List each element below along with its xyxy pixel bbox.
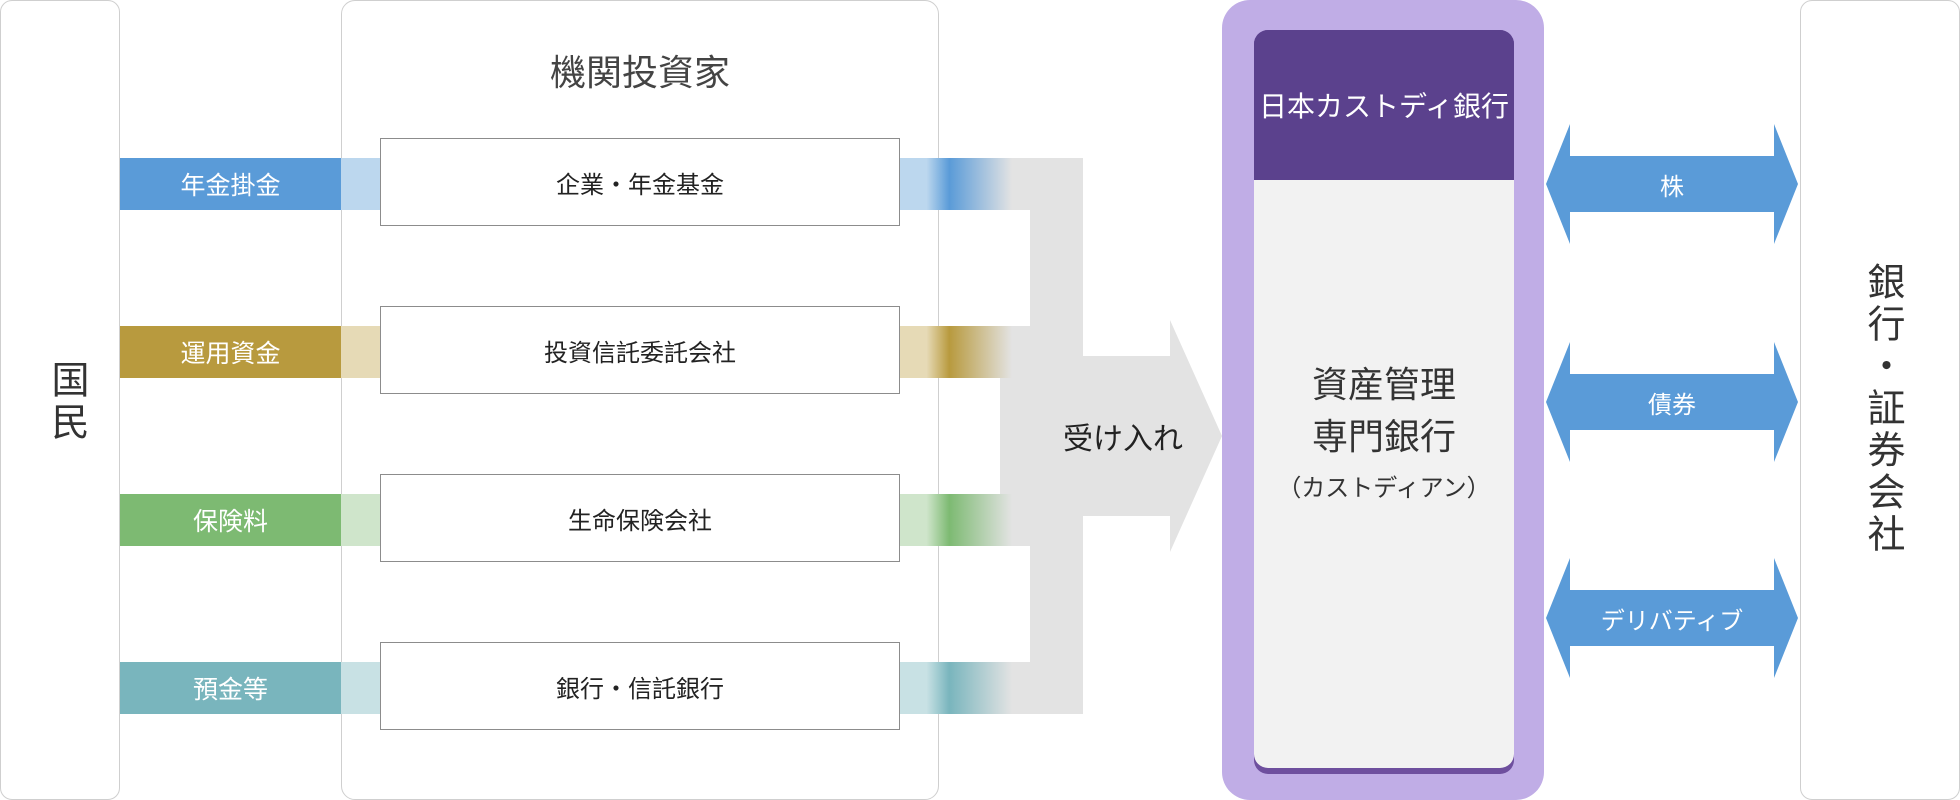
exchange-arrow-stocks	[1546, 124, 1798, 244]
flow-connector-investment	[1012, 326, 1083, 378]
flow-band-pension-in	[341, 158, 381, 210]
exchange-label-derivatives: デリバティブ	[1600, 606, 1744, 635]
custodian-bank-body	[1254, 180, 1514, 768]
fund-label-pension: 年金掛金	[120, 158, 341, 210]
exchange-arrow-derivatives	[1546, 558, 1798, 678]
flow-band-investment-out	[898, 326, 1012, 378]
institution-box-pension-fund: 企業・年金基金	[380, 138, 900, 226]
flow-band-insurance-out	[898, 494, 1012, 546]
banks-securities-label: 銀行・証券会社	[1861, 262, 1905, 556]
people-column	[0, 0, 120, 800]
flow-connector-insurance	[1012, 494, 1083, 546]
fund-label-insurance: 保険料	[120, 494, 341, 546]
institution-box-trust-bank: 銀行・信託銀行	[380, 642, 900, 730]
flow-band-investment-in	[341, 326, 381, 378]
banks-securities-column	[1800, 0, 1960, 800]
fund-label-investment: 運用資金	[120, 326, 341, 378]
custodian-role-note: （カストディアン）	[1277, 474, 1491, 502]
flow-band-deposits-in	[341, 662, 381, 714]
flow-band-deposits-out	[898, 662, 1012, 714]
institution-box-investment-trust: 投資信託委託会社	[380, 306, 900, 394]
people-label: 国民	[45, 360, 89, 444]
flow-band-pension-out	[898, 158, 1012, 210]
flow-band-insurance-in	[341, 494, 381, 546]
exchange-label-stocks: 株	[1660, 172, 1684, 201]
custodian-role-line1: 資産管理	[1311, 365, 1456, 406]
flow-connector-deposits	[1012, 662, 1083, 714]
accept-label: 受け入れ	[1063, 422, 1183, 457]
exchange-label-bonds: 債券	[1648, 390, 1696, 419]
exchange-arrow-bonds	[1546, 342, 1798, 462]
custodian-role-line2: 専門銀行	[1311, 417, 1456, 458]
custodian-role: 資産管理 専門銀行	[1254, 360, 1514, 464]
custodian-bank-name: 日本カストディ銀行	[1254, 30, 1514, 180]
flow-connector-pension	[1012, 158, 1083, 210]
fund-label-deposits: 預金等	[120, 662, 341, 714]
institution-box-life-insurance: 生命保険会社	[380, 474, 900, 562]
investors-title: 機関投資家	[549, 53, 730, 94]
